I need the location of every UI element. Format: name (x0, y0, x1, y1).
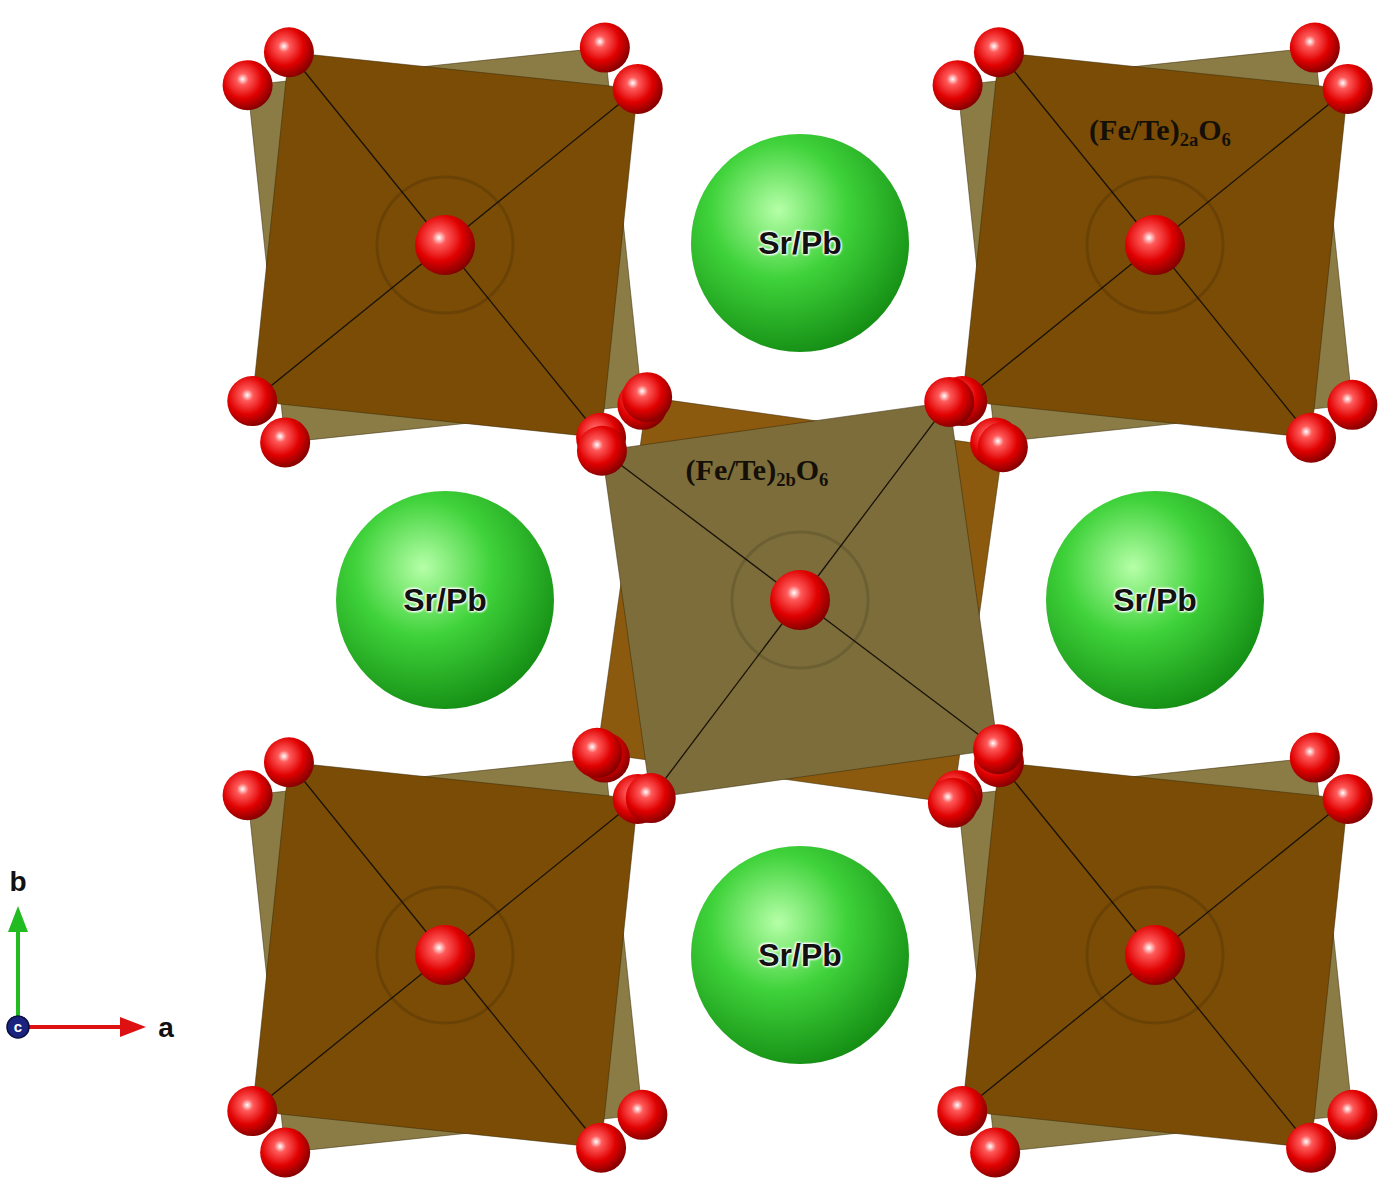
bond-line (1155, 955, 1311, 1148)
apical-shadow (377, 887, 513, 1023)
bond-line (962, 955, 1155, 1111)
octahedron-face (602, 402, 998, 798)
bond-line (252, 955, 445, 1111)
oxygen-atom (580, 23, 630, 73)
oxygen-atom (770, 570, 830, 630)
oxygen-atom (415, 925, 475, 985)
bond-line (962, 245, 1155, 401)
bond-line (289, 52, 445, 245)
octahedron-face (962, 762, 1347, 1147)
octahedron-site: (Fe/Te)2aO6 (935, 25, 1375, 465)
oxygen-atom (223, 770, 273, 820)
bond-line (1155, 245, 1311, 438)
oxygen-atom (622, 372, 672, 422)
bond-line (289, 762, 445, 955)
octahedron-label: (Fe/Te)2aO6 (1089, 113, 1231, 147)
oxygen-atom (227, 376, 277, 426)
cation-sphere: Sr/Pb (1045, 490, 1265, 710)
oxygen-atom (260, 1127, 310, 1177)
bond-line (999, 52, 1155, 245)
oxygen-atom (1327, 380, 1377, 430)
oxygen-atom (264, 27, 314, 77)
cation-sphere: Sr/Pb (335, 490, 555, 710)
oxygen-atom (617, 1090, 667, 1140)
apical-shadow (1087, 887, 1223, 1023)
sphere-fill (1046, 491, 1264, 709)
oxygen-atom (1290, 23, 1340, 73)
bond-line (800, 600, 998, 749)
sphere-fill (691, 846, 909, 1064)
octahedron-label: (Fe/Te)2bO6 (686, 453, 829, 487)
cation-sphere: Sr/Pb (690, 845, 910, 1065)
oxygen-atom (937, 1086, 987, 1136)
bond-line (1155, 799, 1348, 955)
oxygen-atom (1290, 733, 1340, 783)
oxygen-atom (1286, 1123, 1336, 1173)
octahedron-face (248, 758, 643, 1153)
oxygen-atom (626, 773, 676, 823)
oxygen-atom (264, 737, 314, 787)
sphere-fill (691, 134, 909, 352)
axis-triad (7, 906, 146, 1038)
site-label: Sr/Pb (1113, 582, 1197, 619)
bond-line (445, 245, 601, 438)
axis-label: a (158, 1012, 174, 1044)
oxygen-atom (924, 377, 974, 427)
oxygen-atom (974, 27, 1024, 77)
octahedron-face (252, 52, 637, 437)
octahedron-face (597, 397, 1003, 803)
oxygen-atom (970, 1127, 1020, 1177)
oxygen-atom (978, 422, 1028, 472)
apical-shadow (377, 177, 513, 313)
oxygen-atom (1125, 215, 1185, 275)
octahedron-face (958, 48, 1353, 443)
apical-shadow (732, 532, 868, 668)
oxygen-atom (223, 60, 273, 110)
axis-label: c (14, 1018, 22, 1035)
site-label: Sr/Pb (758, 225, 842, 262)
oxygen-atom (928, 778, 978, 828)
oxygen-atom (415, 215, 475, 275)
octahedron-face (252, 762, 637, 1147)
axis-label: b (9, 866, 26, 898)
oxygen-atom (1327, 1090, 1377, 1140)
oxygen-atom (572, 728, 622, 778)
oxygen-atom (1323, 774, 1373, 824)
sphere-fill (336, 491, 554, 709)
octahedron-face (962, 52, 1347, 437)
bond-line (999, 762, 1155, 955)
oxygen-atom (260, 417, 310, 467)
bond-line (1155, 89, 1348, 245)
oxygen-atom (933, 60, 983, 110)
oxygen-atom (227, 1086, 277, 1136)
bond-line (252, 245, 445, 401)
site-label: Sr/Pb (758, 937, 842, 974)
bond-line (445, 89, 638, 245)
oxygen-atom (577, 426, 627, 476)
octahedron-site: (Fe/Te)2bO6 (585, 385, 1015, 815)
oxygen-atom (576, 1123, 626, 1173)
oxygen-atom (1286, 413, 1336, 463)
bond-line (800, 402, 949, 600)
bond-line (445, 955, 601, 1148)
bond-line (651, 600, 800, 798)
site-label: Sr/Pb (403, 582, 487, 619)
apical-shadow (1087, 177, 1223, 313)
octahedron-face (958, 758, 1353, 1153)
bond-line (445, 799, 638, 955)
oxygen-atom (1125, 925, 1185, 985)
oxygen-atom (973, 724, 1023, 774)
cation-sphere: Sr/Pb (690, 133, 910, 353)
oxygen-atom (1323, 64, 1373, 114)
octahedron-face (248, 48, 643, 443)
oxygen-atom (613, 64, 663, 114)
